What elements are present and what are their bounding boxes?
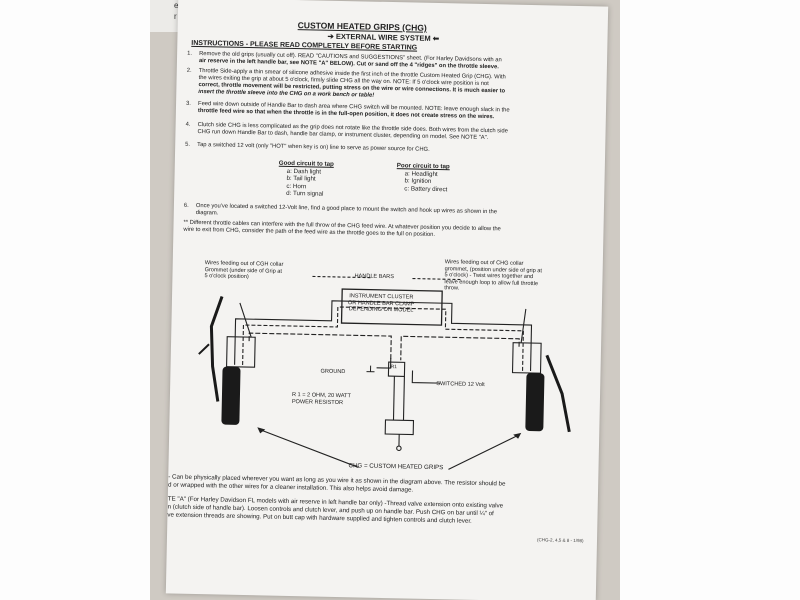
instruction-sheet: CUSTOM HEATED GRIPS (CHG) ➔ EXTERNAL WIR…: [165, 0, 609, 600]
chg-arrows: [257, 427, 522, 439]
left-grip: [198, 296, 241, 425]
handle-bar-inner: [242, 306, 524, 371]
footer-notes: - Can be physically placed wherever you …: [167, 473, 598, 542]
step-4: 4.Clutch side CHG is less complicated as…: [185, 122, 508, 143]
resistor-label: R 1 = 2 OHM, 20 WATT POWER RESISTOR: [292, 392, 351, 406]
page-reference: (CHG-2, 4,5 & 8 - 1/98): [536, 537, 584, 544]
document-subtitle: ➔ EXTERNAL WIRE SYSTEM ⬅: [327, 31, 440, 44]
wiring-diagram: [198, 275, 571, 470]
poor-circuit-item: c: Battery direct: [404, 185, 448, 194]
step-line: Once you've located a switched 12-Volt l…: [195, 202, 498, 216]
step-line: diagram.: [195, 209, 219, 217]
good-circuit-item: d: Turn signal: [286, 190, 324, 199]
step-number: 4.: [185, 121, 191, 128]
ground-label: GROUND: [320, 368, 346, 376]
right-grip: [525, 354, 571, 433]
good-circuit-list: Good circuit to tap a: Dash light b: Tai…: [278, 160, 334, 199]
right-grip-note: Wires feeding out of CHG collar grommet,…: [444, 259, 542, 294]
poor-circuit-list: Poor circuit to tap a: Headlight b: Igni…: [396, 162, 450, 193]
step-3: 3.Feed wire down outside of Handle Bar t…: [186, 101, 510, 122]
step-number: 6.: [183, 202, 189, 209]
left-grip-collar: [226, 336, 256, 368]
switched-12v-wire: [411, 370, 441, 384]
right-grip-collar: [511, 342, 542, 374]
handle-bars-label: HANDLE BARS: [354, 273, 395, 281]
cluster-line: DEPENDING ON MODEL: [348, 306, 414, 314]
step-number: 3.: [186, 100, 191, 107]
step-number: 1.: [187, 50, 193, 57]
switched-12v-label: SWITCHED 12 Volt: [436, 381, 485, 389]
document-title: CUSTOM HEATED GRIPS (CHG): [297, 20, 427, 33]
r1-switch: [387, 361, 406, 377]
r1-label: R1: [390, 364, 398, 371]
step-2: 2.Throttle Side-apply a thin smear of si…: [186, 68, 506, 103]
step-line: Tap a switched 12 volt (only "HOT" when …: [197, 141, 430, 153]
step-number: 2.: [186, 67, 192, 74]
power-resistor: [384, 419, 415, 436]
resistor-line: POWER RESISTOR: [291, 398, 344, 406]
instrument-cluster-box: [340, 288, 443, 326]
ground-wire: [376, 358, 392, 369]
handle-bar-outline: [234, 300, 533, 372]
step-number: 5.: [185, 141, 191, 148]
ground-symbol: [366, 365, 375, 373]
left-grip-note: Wires feeding out of CGH collar Grommet …: [204, 260, 283, 281]
resistor-terminal: [396, 445, 402, 452]
step-5: 5. Tap a switched 12 volt (only "HOT" whe…: [185, 142, 430, 154]
instrument-cluster-label: INSTRUMENT CLUSTER OR HANDLE BAR CLAMP D…: [348, 293, 415, 314]
